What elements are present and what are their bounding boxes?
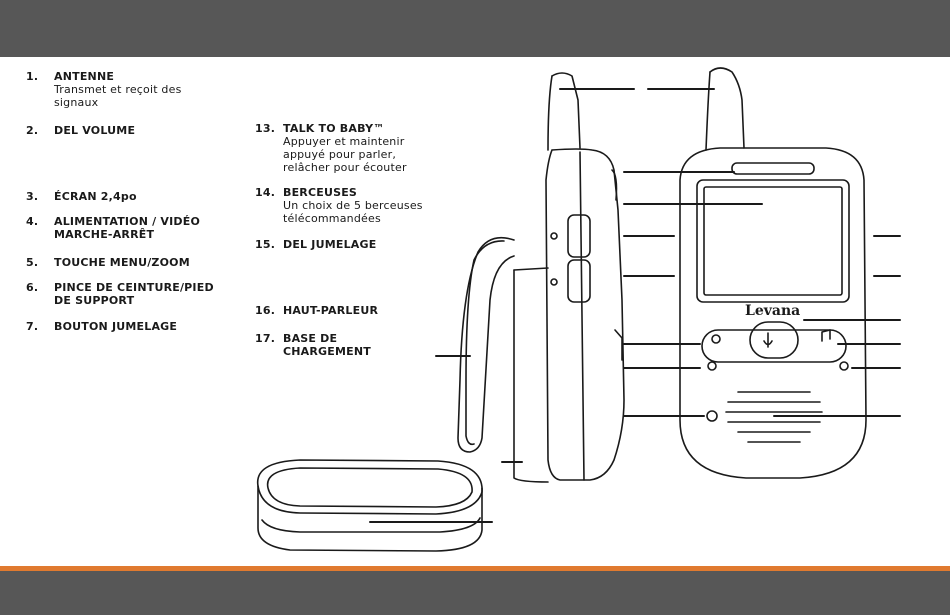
brand-logo: Levana bbox=[745, 303, 801, 319]
legend-title: DEL VOLUME bbox=[54, 124, 136, 137]
legend-desc-line: Transmet et reçoit des bbox=[54, 83, 182, 96]
legend-number: 3. bbox=[26, 190, 39, 203]
legend-number: 17. bbox=[255, 332, 276, 345]
legend-title: ALIMENTATION / VIDÉO bbox=[54, 215, 201, 228]
legend-item-ecran: 3. ÉCRAN 2,4po bbox=[26, 190, 226, 204]
legend-number: 5. bbox=[26, 256, 39, 269]
header-bar bbox=[0, 0, 950, 57]
legend-title: BOUTON JUMELAGE bbox=[54, 320, 178, 333]
legend-desc-line: télécommandées bbox=[283, 212, 381, 225]
monitor-side-view bbox=[513, 72, 625, 483]
footer-accent-line bbox=[0, 566, 950, 571]
legend-number: 14. bbox=[255, 186, 276, 199]
legend-number: 15. bbox=[255, 238, 276, 251]
legend-item-menu-zoom: 5. TOUCHE MENU/ZOOM bbox=[26, 256, 226, 270]
legend-number: 1. bbox=[26, 70, 39, 83]
legend-title: ANTENNE bbox=[54, 70, 115, 83]
legend-title-line2: DE SUPPORT bbox=[54, 294, 135, 307]
legend-item-del-volume: 2. DEL VOLUME bbox=[26, 124, 226, 138]
legend-number: 2. bbox=[26, 124, 39, 137]
legend-title: TALK TO BABY™ bbox=[283, 122, 385, 135]
charging-base bbox=[256, 459, 483, 552]
monitor-front-view bbox=[679, 67, 867, 479]
legend-title: DEL JUMELAGE bbox=[283, 238, 377, 251]
legend-title: ÉCRAN 2,4po bbox=[54, 190, 137, 203]
legend-title: TOUCHE MENU/ZOOM bbox=[54, 256, 190, 269]
legend-desc-line: appuyé pour parler, bbox=[283, 148, 397, 161]
legend-title: BERCEUSES bbox=[283, 186, 358, 199]
legend-title-line2: CHARGEMENT bbox=[283, 345, 371, 358]
legend-item-antenne: 1. ANTENNE Transmet et reçoit des signau… bbox=[26, 70, 226, 110]
legend-number: 6. bbox=[26, 281, 39, 294]
legend-item-haut-parleur: 16. HAUT-PARLEUR bbox=[255, 304, 455, 318]
legend-title: HAUT-PARLEUR bbox=[283, 304, 379, 317]
legend-item-del-jumelage: 15. DEL JUMELAGE bbox=[255, 238, 455, 252]
legend-title: BASE DE bbox=[283, 332, 338, 345]
belt-clip bbox=[457, 236, 515, 453]
legend-number: 7. bbox=[26, 320, 39, 333]
legend-item-base: 17. BASE DE CHARGEMENT bbox=[255, 332, 455, 360]
legend-desc-line: relâcher pour écouter bbox=[283, 161, 407, 174]
legend-desc-line: Appuyer et maintenir bbox=[283, 135, 405, 148]
legend-number: 4. bbox=[26, 215, 39, 228]
legend-title-line2: MARCHE-ARRÊT bbox=[54, 228, 155, 241]
legend-item-alimentation: 4. ALIMENTATION / VIDÉO MARCHE-ARRÊT bbox=[26, 215, 236, 243]
footer-bar bbox=[0, 571, 950, 615]
legend-desc-line: signaux bbox=[54, 96, 99, 109]
legend-item-talk-to-baby: 13. TALK TO BABY™ Appuyer et maintenir a… bbox=[255, 122, 455, 176]
callout-lines bbox=[369, 88, 901, 523]
legend-number: 16. bbox=[255, 304, 276, 317]
legend-number: 13. bbox=[255, 122, 276, 135]
legend-item-berceuses: 14. BERCEUSES Un choix de 5 berceuses té… bbox=[255, 186, 455, 226]
legend-title: PINCE DE CEINTURE/PIED bbox=[54, 281, 214, 294]
legend-desc-line: Un choix de 5 berceuses bbox=[283, 199, 423, 212]
legend-item-pince: 6. PINCE DE CEINTURE/PIED DE SUPPORT bbox=[26, 281, 236, 309]
legend-item-bouton-jumelage: 7. BOUTON JUMELAGE bbox=[26, 320, 226, 334]
